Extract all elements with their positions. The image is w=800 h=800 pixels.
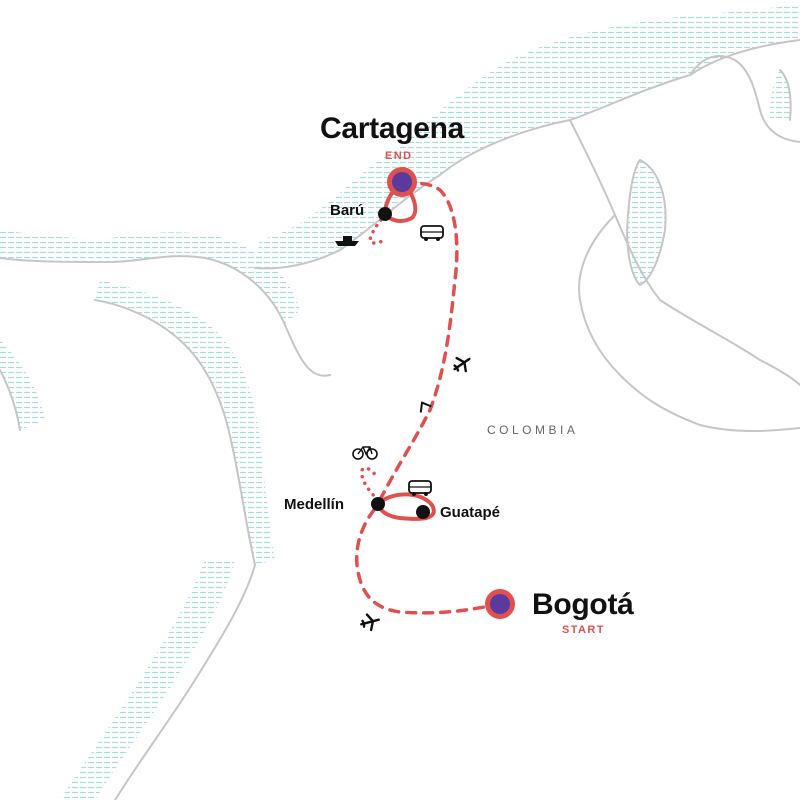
- bicycle-icon: [352, 446, 378, 460]
- city-label-bogota: Bogotá: [532, 588, 634, 621]
- route-bike-dots: [360, 466, 380, 502]
- route-medellin-guatape-loop: [375, 492, 436, 521]
- stop-guatape: [416, 505, 430, 519]
- plane-icon: [360, 613, 380, 632]
- bus-icon: [408, 480, 432, 496]
- city-label-guatape: Guatapé: [440, 504, 501, 521]
- route: [355, 180, 502, 615]
- route-medellin-cartagena: [378, 181, 459, 502]
- stop-baru: [378, 207, 392, 221]
- stop-medellin: [371, 497, 385, 511]
- route-bogota-medellin: [355, 503, 502, 615]
- city-label-medellin: Medellín: [284, 496, 345, 513]
- plane-icon: [453, 356, 471, 373]
- start-tag: START: [562, 624, 605, 636]
- coastlines: [0, 39, 800, 800]
- stop-cartagena: [387, 167, 417, 197]
- city-label-cartagena: Cartagena: [320, 112, 465, 145]
- bus-icon: [420, 225, 444, 241]
- water-hatching: [0, 5, 800, 800]
- country-label: COLOMBIA: [487, 423, 579, 437]
- stop-bogota: [485, 589, 515, 619]
- city-label-baru: Barú: [330, 202, 365, 219]
- end-tag: END: [385, 150, 413, 162]
- route-boat-dots: [368, 212, 387, 245]
- direction-arrow-icon: [419, 401, 432, 413]
- boat-icon: [335, 236, 359, 246]
- route-cartagena-baru-loop: [382, 180, 418, 223]
